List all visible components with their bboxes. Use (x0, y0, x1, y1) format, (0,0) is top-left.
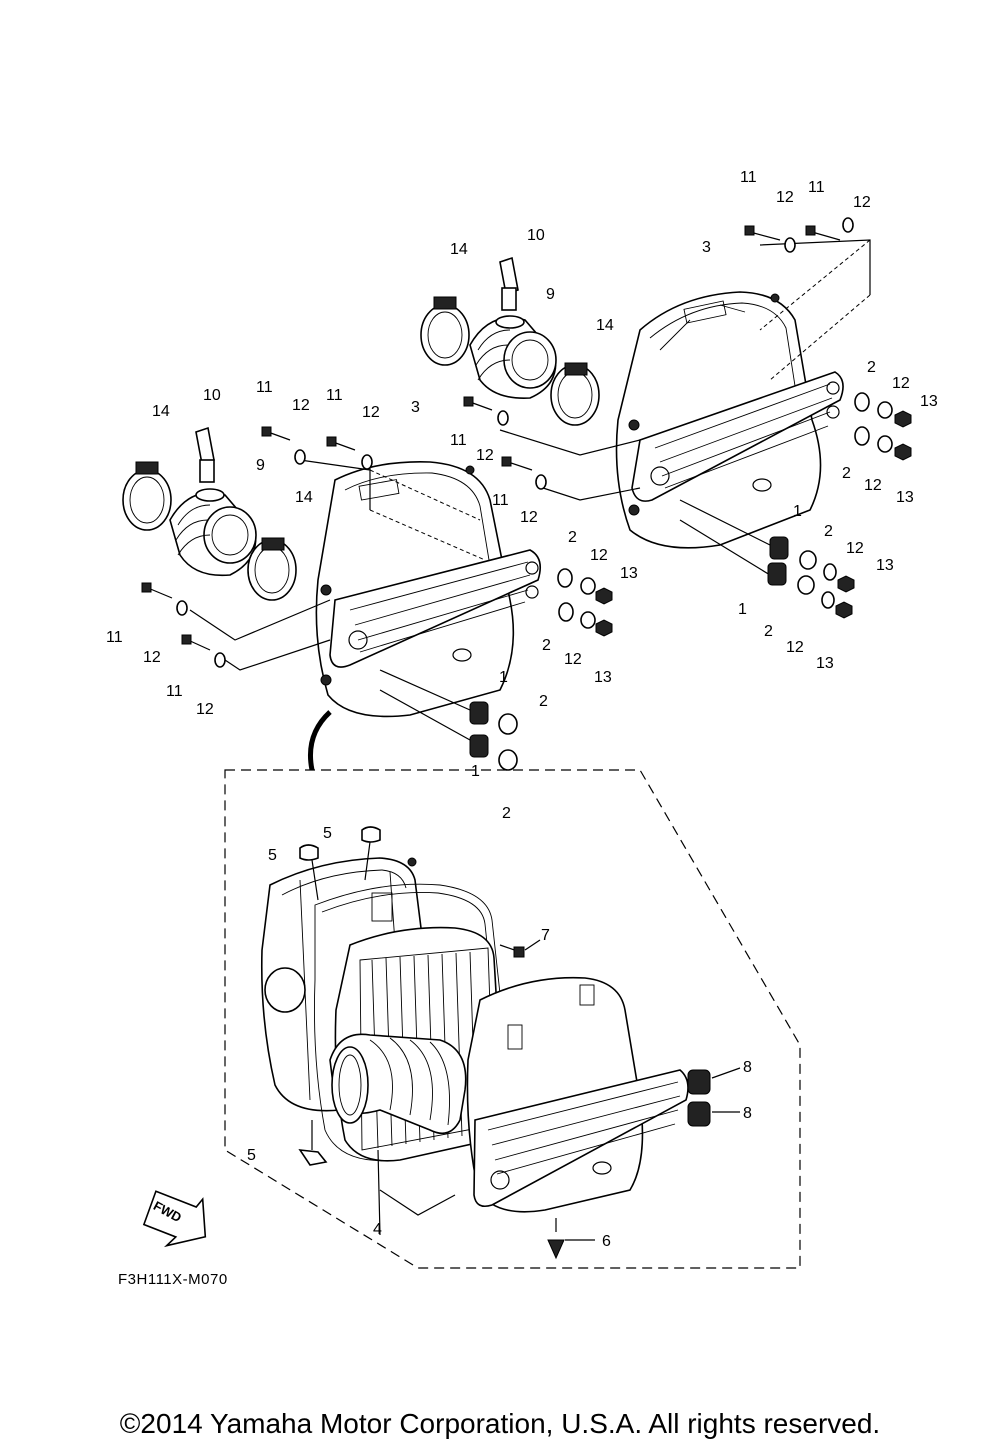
callout-2: 2 (568, 529, 577, 546)
callout-12: 12 (853, 194, 871, 211)
callout-11: 11 (808, 179, 825, 196)
callout-11: 11 (326, 387, 343, 404)
callout-12: 12 (362, 404, 380, 421)
callout-12: 12 (864, 477, 882, 494)
callout-12: 12 (564, 651, 582, 668)
detail-hardware (298, 826, 741, 1260)
callout-12: 12 (892, 375, 910, 392)
callout-8: 8 (743, 1105, 752, 1122)
bolts-washers-right (463, 217, 854, 490)
callout-12: 12 (292, 397, 310, 414)
callout-4: 4 (373, 1221, 382, 1238)
callout-3: 3 (411, 399, 420, 416)
hose-clamp-right-a (420, 296, 470, 366)
callout-12: 12 (476, 447, 494, 464)
callout-9: 9 (256, 457, 265, 474)
callout-1: 1 (471, 763, 480, 780)
callout-13: 13 (594, 669, 612, 686)
drawing-code: F3H111X-M070 (118, 1271, 228, 1288)
callout-14: 14 (450, 241, 468, 258)
mount-hardware-left (469, 568, 613, 771)
callout-2: 2 (542, 637, 551, 654)
callout-1: 1 (738, 601, 747, 618)
callout-12: 12 (520, 509, 538, 526)
mount-hardware-right (767, 392, 912, 619)
copyright-footer: ©2014 Yamaha Motor Corporation, U.S.A. A… (119, 1408, 881, 1439)
callout-6: 6 (602, 1233, 611, 1250)
callout-2: 2 (764, 623, 773, 640)
callout-8: 8 (743, 1059, 752, 1076)
callout-1: 1 (499, 669, 508, 686)
airbox-assembly-right (499, 239, 871, 576)
callout-13: 13 (816, 655, 834, 672)
callout-12: 12 (846, 540, 864, 557)
bolts-washers-left (141, 426, 373, 668)
callout-13: 13 (876, 557, 894, 574)
callout-10: 10 (527, 227, 545, 244)
callout-12: 12 (786, 639, 804, 656)
fwd-arrow-icon: FWD (142, 1190, 207, 1248)
callout-5: 5 (247, 1147, 256, 1164)
callout-12: 12 (590, 547, 608, 564)
callout-13: 13 (896, 489, 914, 506)
callout-7: 7 (541, 927, 550, 944)
callout-11: 11 (256, 379, 273, 396)
callout-5: 5 (268, 847, 277, 864)
callout-11: 11 (106, 629, 123, 646)
callout-labels: 11 12 11 12 3 10 14 9 14 2 12 13 2 12 13… (106, 169, 938, 1250)
callout-3: 3 (702, 239, 711, 256)
callout-13: 13 (620, 565, 638, 582)
intake-duct (329, 1033, 467, 1135)
callout-2: 2 (867, 359, 876, 376)
callout-14: 14 (152, 403, 170, 420)
callout-14: 14 (295, 489, 313, 506)
callout-11: 11 (492, 492, 509, 509)
callout-12: 12 (143, 649, 161, 666)
callout-13: 13 (920, 393, 938, 410)
callout-2: 2 (539, 693, 548, 710)
hose-clamp-left-b (247, 537, 297, 601)
callout-1: 1 (793, 503, 802, 520)
callout-14: 14 (596, 317, 614, 334)
hose-clamp-right-b (550, 362, 600, 426)
callout-2: 2 (502, 805, 511, 822)
callout-10: 10 (203, 387, 221, 404)
callout-2: 2 (824, 523, 833, 540)
callout-11: 11 (450, 432, 467, 449)
callout-11: 11 (166, 683, 183, 700)
callout-2: 2 (842, 465, 851, 482)
callout-12: 12 (196, 701, 214, 718)
airbox-cover-front (466, 976, 689, 1213)
intake-boot-right (469, 256, 557, 399)
callout-5: 5 (323, 825, 332, 842)
intake-boot-left (169, 426, 257, 577)
hose-clamp-left-a (122, 461, 172, 531)
callout-12: 12 (776, 189, 794, 206)
airbox-assembly-left (189, 459, 541, 771)
callout-11: 11 (740, 169, 757, 186)
callout-9: 9 (546, 286, 555, 303)
